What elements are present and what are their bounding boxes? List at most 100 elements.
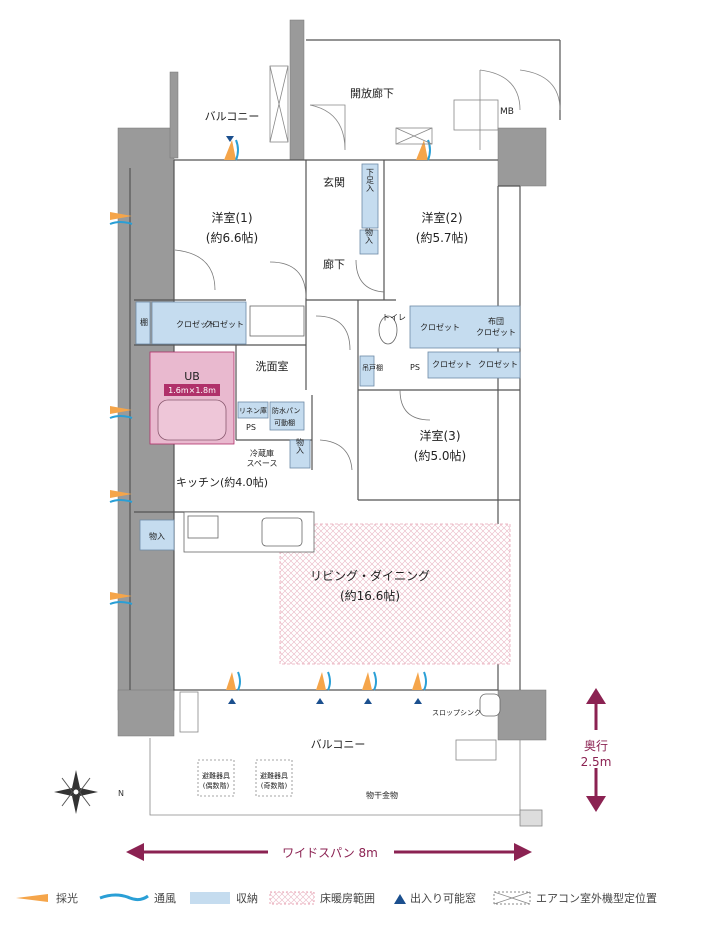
wash-basin-icon [249,305,305,337]
label-linen: リネン庫 [239,406,267,415]
bathtub [157,399,227,441]
ub-size-badge [164,384,220,396]
sink-icon [261,517,303,547]
door-window-marks [226,136,422,704]
label-storage-hall: 物入 [365,227,374,244]
legend-floor-heating-label: 床暖房範囲 [320,891,375,905]
legend-storage-label: 収納 [236,892,258,905]
wind-icon [109,415,133,419]
shoe-storage-block [361,163,379,229]
light-icon [110,490,132,498]
waterproof-pan-block [269,401,305,431]
label-evac2-a: 避難器具 [260,771,288,780]
toilet-icon [378,315,398,345]
label-closet-1b: クロゼット [204,319,244,329]
label-toilet: トイレ [382,313,406,322]
doors [174,249,431,471]
label-slop-sink: スロップシンク [432,709,481,717]
wind-icon [109,601,133,605]
label-western2-size: (約5.7帖) [416,230,468,245]
depth-label: 奥行 [584,739,608,753]
hanging-shelf-block [359,355,375,387]
legend-ac-icon [493,891,531,905]
door-window-icon [364,698,372,704]
label-closet-2: クロゼット [420,322,460,332]
storage-block-hall [359,229,379,255]
label-living-name: リビング・ダイニング [310,568,430,583]
door-window-icon [228,698,236,704]
label-fridge-2: スペース [246,459,277,468]
wind-icon [109,499,133,503]
legend-wind-icon [99,893,149,902]
closet-block-western3 [427,351,521,379]
label-kitchen: キッチン(約4.0帖) [176,475,268,489]
label-ub: UB [184,370,200,383]
depth-arrow [586,688,606,812]
door-window-icon [414,698,422,704]
label-closet-1a: クロゼット [176,319,216,329]
legend-wind-label: 通風 [154,892,176,905]
legend-storage-icon [190,892,230,904]
wind-icon [235,139,239,161]
label-balcony-top: バルコニー [205,110,260,123]
light-icon [110,592,132,600]
light-icon [226,672,236,690]
legend-floor-heating-icon [269,891,315,905]
light-icon [362,672,372,690]
corridor-details [309,69,561,151]
linen-block [237,401,269,419]
label-futon-2: クロゼット [476,327,516,337]
label-washroom: 洗面室 [256,359,289,373]
label-balcony-bottom: バルコニー [311,738,366,751]
label-western1-size: (約6.6帖) [206,230,258,245]
legend-door-icon [394,894,406,904]
door-window-icon [226,136,234,142]
light-icon [224,140,236,160]
wind-icon [109,221,133,225]
wind-icon [237,671,241,691]
label-drying: 物干金物 [366,790,398,800]
label-western1-name: 洋室(1) [212,210,253,225]
label-hanging-shelf: 吊戸棚 [362,363,383,372]
label-ps-2: PS [246,423,256,432]
closet-block-western2 [409,305,521,349]
label-western2-name: 洋室(2) [422,210,463,225]
light-icon [110,406,132,414]
slop-sink-icon [479,693,501,717]
label-shoe-storage: 下足入 [366,168,375,192]
label-evac1-a: 避難器具 [202,771,230,780]
label-open-corridor: 開放廊下 [350,86,394,100]
label-mb: MB [500,107,514,117]
window-marks [109,139,431,691]
label-closet-3a: クロゼット [432,359,472,369]
width-arrow [126,843,532,861]
label-living-size: (約16.6帖) [340,588,400,603]
legend-ac-label: エアコン室外機型定位置 [536,891,657,905]
label-fridge-1: 冷蔵庫 [250,448,274,458]
label-entrance: 玄関 [323,175,345,189]
legend-light-label: 採光 [56,891,78,905]
door-window-icon [316,698,324,704]
label-western3-size: (約5.0帖) [414,448,466,463]
label-storage-kitchen: 物入 [296,437,305,454]
compass-north-label: N [118,789,124,798]
stove-icon [187,515,219,539]
ac-placement [269,65,433,145]
legend: 採光 通風 収納 床暖房範囲 出入り可能窓 エアコン室外機型定位置 [16,891,657,905]
wind-icon [427,139,431,161]
wind-icon [373,671,377,691]
light-icon [416,140,428,160]
label-storage-entry: 物入 [149,531,165,541]
wind-icon [423,671,427,691]
label-waterproof-1: 防水パン [272,406,300,415]
label-hallway: 廊下 [323,257,345,271]
kitchen-counter [183,511,315,553]
closet-block-western1 [151,301,247,345]
label-closet-3b: クロゼット [478,359,518,369]
width-label: ワイドスパン 8m [282,846,378,860]
legend-door-label: 出入り可能窓 [410,891,476,905]
storage-blocks [135,163,521,551]
wind-icon [327,671,331,691]
label-evac2-b: (奇数階) [261,781,288,790]
label-shelf: 棚 [140,317,148,327]
